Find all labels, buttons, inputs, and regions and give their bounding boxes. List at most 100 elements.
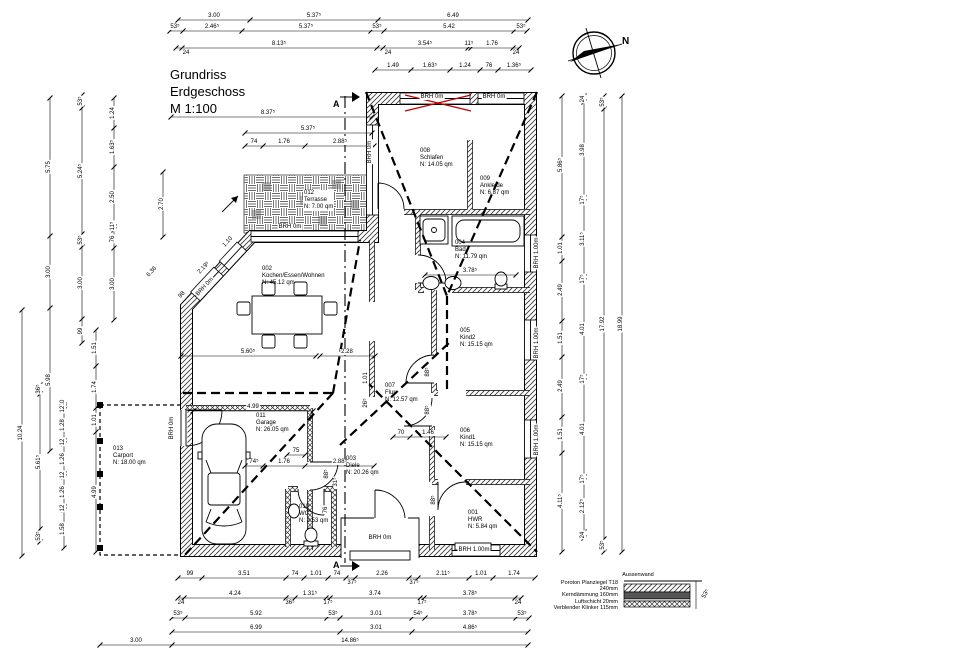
dimension-tick bbox=[79, 340, 85, 346]
dimension-tick bbox=[111, 164, 117, 170]
dimension-tick bbox=[111, 125, 117, 131]
dimension-tick bbox=[447, 67, 453, 73]
dimension-tick bbox=[79, 316, 85, 322]
dimension-tick bbox=[260, 143, 266, 149]
dimension-tick bbox=[93, 549, 99, 555]
dimension-tick bbox=[559, 258, 565, 264]
section-line bbox=[340, 92, 360, 571]
dimension-tick bbox=[313, 353, 319, 359]
dimension-tick bbox=[310, 408, 316, 414]
bath-sinks-icon bbox=[422, 271, 508, 290]
dimension-tick bbox=[160, 169, 166, 175]
wc-fixtures bbox=[288, 503, 319, 547]
dimension-tick bbox=[408, 67, 414, 73]
dimension-tick bbox=[532, 575, 538, 581]
dimension-tick bbox=[327, 595, 333, 601]
dimension-tick bbox=[513, 272, 519, 278]
dimension-tick bbox=[242, 143, 248, 149]
dimension-tick bbox=[466, 575, 472, 581]
dimension-tick bbox=[93, 429, 99, 435]
dimension-tick bbox=[371, 463, 377, 469]
dimension-tick bbox=[111, 245, 117, 251]
dimension-tick bbox=[525, 642, 531, 648]
dimension-tick bbox=[369, 130, 375, 136]
dimension-tick bbox=[247, 17, 253, 23]
dimension-tick bbox=[325, 575, 331, 581]
dimension-tick bbox=[526, 615, 532, 621]
dimension-tick bbox=[199, 575, 205, 581]
dimension-tick bbox=[406, 575, 412, 581]
dimension-tick bbox=[260, 463, 266, 469]
dimension-tick bbox=[111, 317, 117, 323]
dimension-tick bbox=[559, 414, 565, 420]
dimension-tick bbox=[160, 234, 166, 240]
dimension-tick bbox=[477, 67, 483, 73]
dimension-tick bbox=[242, 130, 248, 136]
dimension-tick bbox=[292, 595, 298, 601]
dimension-tick bbox=[239, 28, 245, 34]
dimension-tick bbox=[190, 408, 196, 414]
dimension-tick bbox=[619, 93, 625, 99]
dimension-tick bbox=[47, 305, 53, 311]
entrance-door bbox=[374, 489, 406, 519]
dimension-tick bbox=[380, 45, 386, 51]
dimension-tick bbox=[512, 595, 518, 601]
dimension-tick bbox=[409, 629, 415, 635]
dimension-tick bbox=[182, 615, 188, 621]
dimension-tick bbox=[180, 28, 186, 34]
dimension-tick bbox=[47, 233, 53, 239]
roof-lines bbox=[182, 91, 539, 558]
dimension-tick bbox=[390, 434, 396, 440]
dimension-tick bbox=[422, 272, 428, 278]
dimension-tick bbox=[19, 553, 25, 559]
dimension-tick bbox=[415, 575, 421, 581]
dimension-tick bbox=[381, 28, 387, 34]
dimension-tick bbox=[337, 629, 343, 635]
dimension-tick bbox=[525, 17, 531, 23]
garage-door bbox=[179, 409, 223, 447]
dimension-tick bbox=[369, 114, 375, 120]
dimension-tick bbox=[337, 615, 343, 621]
dimension-tick bbox=[510, 45, 516, 51]
dimension-tick bbox=[178, 353, 184, 359]
dimension-tick bbox=[375, 17, 381, 23]
dimension-tick bbox=[302, 452, 308, 458]
dimension-tick bbox=[242, 463, 248, 469]
dimension-tick bbox=[175, 17, 181, 23]
dimension-tick bbox=[111, 95, 117, 101]
dimension-tick bbox=[352, 575, 358, 581]
dimension-tick bbox=[374, 45, 380, 51]
dimension-tick bbox=[97, 642, 103, 648]
bathtub-icon bbox=[451, 215, 525, 247]
dimension-tick bbox=[422, 615, 428, 621]
dimension-tick bbox=[525, 629, 531, 635]
dimension-tick bbox=[559, 549, 565, 555]
roof-slope-arrowhead bbox=[231, 196, 238, 203]
dimension-tick bbox=[175, 595, 181, 601]
terrace-paving bbox=[243, 174, 373, 234]
dimension-tick bbox=[302, 463, 308, 469]
dimension-tick bbox=[181, 595, 187, 601]
dimension-tick bbox=[619, 549, 625, 555]
dimension-tick bbox=[559, 93, 565, 99]
dimension-tick bbox=[372, 353, 378, 359]
dimension-tick bbox=[372, 67, 378, 73]
dimension-tick bbox=[495, 67, 501, 73]
dimension-tick bbox=[490, 575, 496, 581]
dimension-tick bbox=[516, 45, 522, 51]
dimension-tick bbox=[559, 318, 565, 324]
dimension-tick bbox=[559, 450, 565, 456]
dimension-tick bbox=[47, 448, 53, 454]
dimension-tick bbox=[443, 434, 449, 440]
dimension-tick bbox=[559, 234, 565, 240]
dimension-tick bbox=[47, 95, 53, 101]
dimension-tick bbox=[323, 595, 329, 601]
north-arrow-icon bbox=[567, 27, 623, 79]
dimension-tick bbox=[168, 114, 174, 120]
dimension-tick bbox=[93, 363, 99, 369]
dimension-tick bbox=[175, 575, 181, 581]
toilet-icon bbox=[494, 271, 508, 287]
